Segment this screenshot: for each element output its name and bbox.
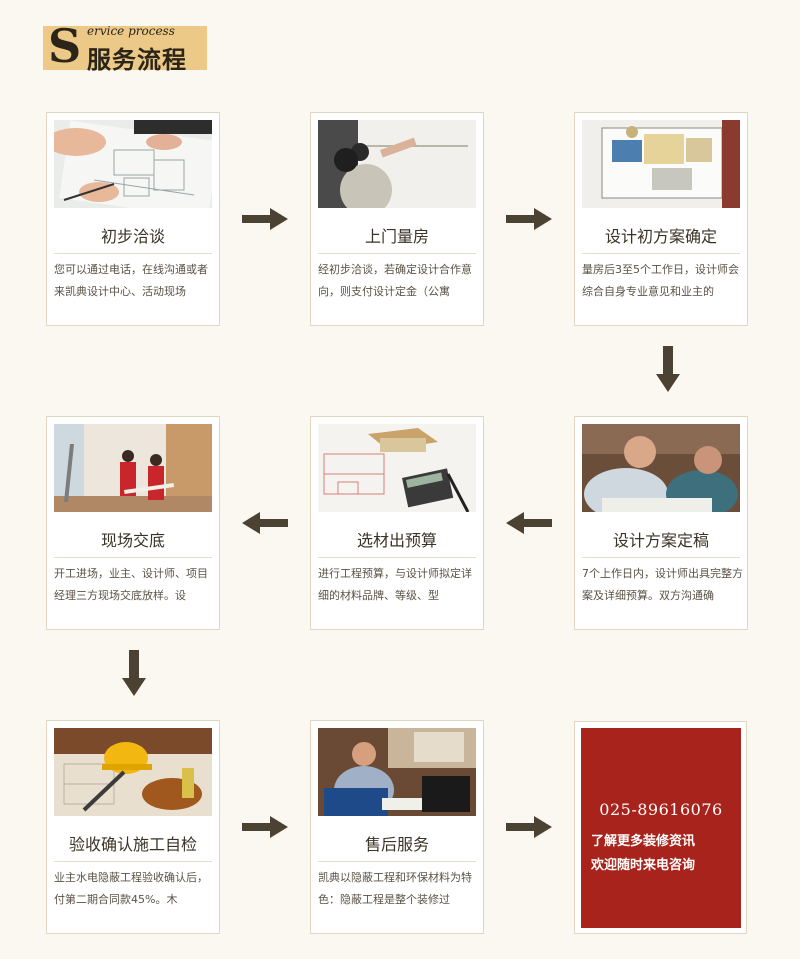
arrow-left-icon (506, 512, 552, 534)
page-header: S ervice process 服务流程 (43, 19, 209, 74)
arrow-left-icon (242, 512, 288, 534)
step-description: 业主水电隐蔽工程验收确认后，付第二期合同款45%。木 (54, 871, 208, 906)
meeting-photo (582, 424, 740, 512)
blueprint-hands-photo (54, 120, 212, 208)
step-card-6[interactable]: 现场交底 开工进场，业主、设计师、项目经理三方现场交底放样。设 (46, 416, 220, 630)
step-description: 开工进场，业主、设计师、项目经理三方现场交底放样。设 (54, 567, 208, 602)
step-description: 7个上作日内，设计师出具完整方案及详细预算。双方沟通确 (582, 567, 743, 602)
step-card-2[interactable]: 上门量房 经初步洽谈，若确定设计合作意向，则支付设计定金（公寓 (310, 112, 484, 326)
arrow-right-icon (242, 208, 288, 230)
divider (54, 861, 212, 862)
contact-card[interactable]: 025-89616076 了解更多装修资讯 欢迎随时来电咨询 (574, 721, 747, 934)
office-man-photo (318, 728, 476, 816)
step-title: 验收确认施工自检 (68, 835, 197, 854)
contact-panel[interactable]: 025-89616076 了解更多装修资讯 欢迎随时来电咨询 (581, 728, 741, 928)
header-background (43, 26, 207, 70)
divider (582, 557, 740, 558)
measuring-wall-photo (318, 120, 476, 208)
contact-line-2: 欢迎随时来电咨询 (591, 858, 696, 873)
arrow-right-icon (506, 816, 552, 838)
divider (54, 557, 212, 558)
step-title: 初步洽谈 (100, 227, 165, 246)
arrow-right-icon (242, 816, 288, 838)
floor-plan-photo (582, 120, 740, 208)
site-workers-photo (54, 424, 212, 512)
divider (54, 253, 212, 254)
divider (318, 557, 476, 558)
calculator-plan-photo (318, 424, 476, 512)
step-description: 经初步洽谈，若确定设计合作意向，则支付设计定金（公寓 (318, 263, 472, 298)
step-title: 设计初方案确定 (604, 227, 717, 246)
header-english-title: ervice process (87, 24, 175, 38)
step-title: 现场交底 (100, 531, 165, 550)
tools-helmet-photo (54, 728, 212, 816)
step-description: 进行工程预算，与设计师拟定详细的材料品牌、等级、型 (318, 567, 472, 602)
arrow-down-icon (122, 650, 146, 696)
contact-line-1: 了解更多装修资讯 (591, 834, 696, 849)
step-description: 凯典以隐蔽工程和环保材料为特色：隐蔽工程是整个装修过 (318, 871, 472, 906)
step-description: 量房后3至5个工作日，设计师会综合自身专业意见和业主的 (582, 263, 739, 298)
contact-phone[interactable]: 025-89616076 (599, 800, 723, 819)
step-card-5[interactable]: 选材出预算 进行工程预算，与设计师拟定详细的材料品牌、等级、型 (310, 416, 484, 630)
divider (318, 253, 476, 254)
step-title: 选材出预算 (356, 531, 437, 550)
step-title: 售后服务 (364, 835, 429, 854)
page-title: 服务流程 (87, 45, 187, 74)
step-card-8[interactable]: 售后服务 凯典以隐蔽工程和环保材料为特色：隐蔽工程是整个装修过 (310, 720, 484, 934)
step-card-7[interactable]: 验收确认施工自检 业主水电隐蔽工程验收确认后，付第二期合同款45%。木 (46, 720, 220, 934)
arrow-down-icon (656, 346, 680, 392)
step-card-4[interactable]: 设计方案定稿 7个上作日内，设计师出具完整方案及详细预算。双方沟通确 (574, 416, 748, 630)
divider (318, 861, 476, 862)
step-title: 设计方案定稿 (612, 531, 709, 550)
step-description: 您可以通过电话，在线沟通或者来凯典设计中心、活动现场 (54, 263, 208, 298)
arrow-right-icon (506, 208, 552, 230)
step-card-1[interactable]: 初步洽谈 您可以通过电话，在线沟通或者来凯典设计中心、活动现场 (46, 112, 220, 326)
header-big-letter: S (48, 19, 82, 73)
divider (582, 253, 740, 254)
step-card-3[interactable]: 设计初方案确定 量房后3至5个工作日，设计师会综合自身专业意见和业主的 (574, 112, 748, 326)
step-title: 上门量房 (364, 227, 429, 246)
